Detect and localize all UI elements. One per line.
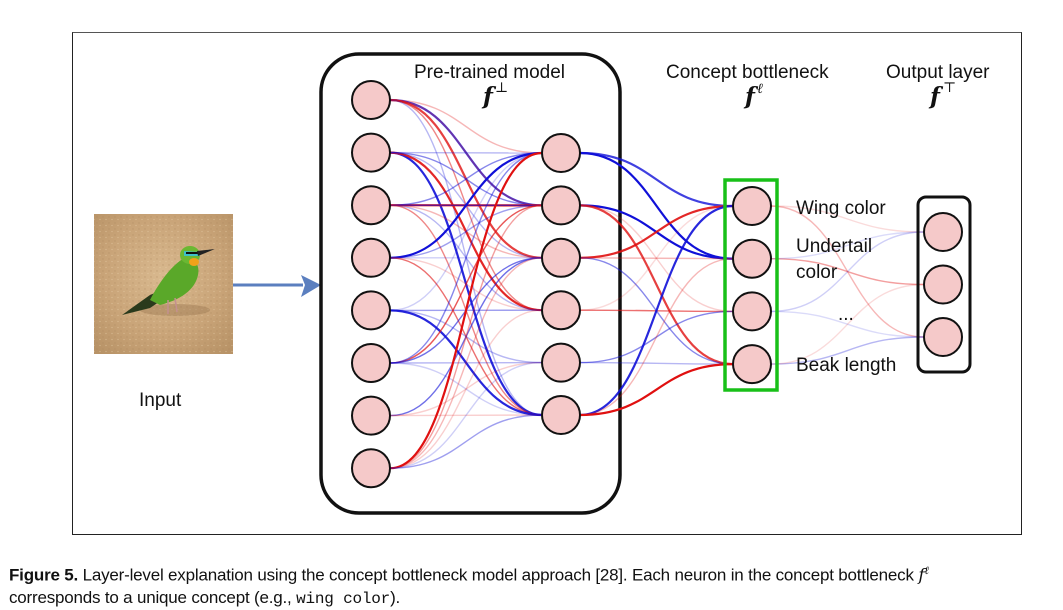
caption-code: wing color (296, 590, 390, 608)
hidden-node (542, 134, 580, 172)
output-title: Output layer (886, 62, 990, 83)
input-node (352, 449, 390, 487)
bottleneck-title: Concept bottleneck (666, 62, 829, 83)
hidden-node (542, 344, 580, 382)
figure-caption: Figure 5. Layer-level explanation using … (9, 560, 1059, 610)
hidden-node (542, 186, 580, 224)
hidden-node (542, 239, 580, 277)
svg-text:⊤: ⊤ (943, 80, 956, 96)
edge-hidden-concept-negative (580, 153, 733, 259)
hidden-node (542, 291, 580, 329)
input-node (352, 397, 390, 435)
svg-text:f: f (928, 83, 944, 110)
edge-hidden-concept-positive (580, 259, 733, 415)
concept-label-undertail: Undertail (796, 236, 872, 257)
input-node (352, 239, 390, 277)
concept-label-beak-length: Beak length (796, 355, 896, 376)
concept-ellipsis: ... (838, 304, 854, 325)
input-image (94, 214, 233, 354)
input-node (352, 344, 390, 382)
output-node (924, 318, 962, 356)
concept-node (733, 240, 771, 278)
caption-text-2: corresponds to a unique concept (e.g., (9, 588, 296, 607)
svg-text:ℓ: ℓ (757, 81, 763, 97)
figure-label: Figure 5. (9, 566, 78, 585)
network-diagram: Input Pre-trained model f ⊥ Concept bott… (0, 0, 1063, 545)
hidden-node (542, 396, 580, 434)
caption-text-1: Layer-level explanation using the concep… (78, 566, 918, 585)
concept-node (733, 345, 771, 383)
edge-hidden-concept-negative (580, 363, 733, 365)
pretrained-symbol: f ⊥ (481, 80, 508, 110)
output-symbol: f ⊤ (928, 80, 956, 110)
concept-node (733, 187, 771, 225)
caption-superscript: ℓ (924, 564, 928, 577)
edge-input-hidden-positive (390, 310, 542, 468)
input-node (352, 134, 390, 172)
edges (390, 100, 924, 468)
input-node (352, 291, 390, 329)
edge-hidden-concept-positive (580, 205, 733, 364)
caption-text-3: ). (390, 588, 400, 607)
bottleneck-symbol: f ℓ (743, 81, 763, 110)
pretrained-model-box (321, 54, 620, 513)
concept-node (733, 292, 771, 330)
input-label: Input (139, 390, 182, 411)
concept-label-undertail-color: color (796, 262, 838, 283)
output-node (924, 266, 962, 304)
arrow-icon (233, 275, 321, 297)
pretrained-title: Pre-trained model (414, 62, 565, 83)
output-node (924, 213, 962, 251)
concept-label-wing-color: Wing color (796, 198, 886, 219)
svg-text:⊥: ⊥ (495, 80, 508, 96)
input-node (352, 81, 390, 119)
edge-input-hidden-positive (390, 205, 542, 468)
edge-hidden-concept-negative (580, 153, 733, 206)
input-node (352, 186, 390, 224)
